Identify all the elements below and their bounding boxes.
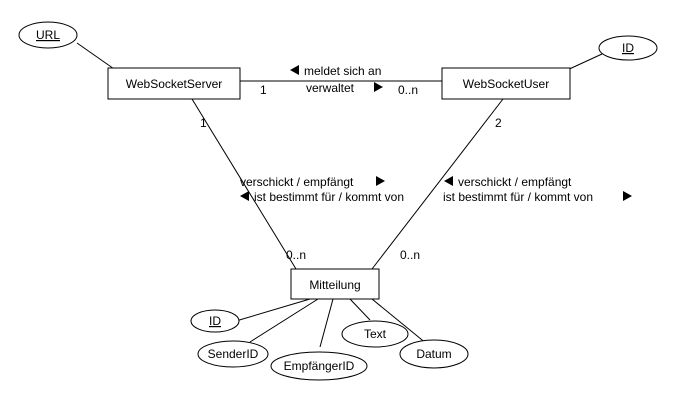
- attribute-user-id: ID: [598, 35, 658, 61]
- attribute-empfaengerid: EmpfängerID: [270, 351, 368, 381]
- attribute-label: Datum: [416, 347, 451, 361]
- entity-label: WebSocketServer: [126, 77, 223, 91]
- attribute-label: EmpfängerID: [284, 359, 355, 373]
- edge-user-id: [564, 53, 603, 72]
- relation-label-verwaltet: verwaltet: [306, 81, 355, 95]
- attribute-text: Text: [341, 320, 409, 348]
- entity-websocketserver: WebSocketServer: [107, 67, 241, 100]
- arrow-left-icon: [290, 65, 299, 75]
- attribute-senderid: SenderID: [197, 340, 269, 368]
- cardinality-user-server: 0..n: [398, 83, 418, 97]
- entity-websocketuser: WebSocketUser: [441, 67, 571, 100]
- entity-mitteilung: Mitteilung: [290, 268, 380, 300]
- cardinality-message-server: 0..n: [286, 248, 306, 262]
- arrow-right-icon: [374, 82, 383, 92]
- edge-message-senderid: [249, 298, 319, 343]
- attribute-url: URL: [18, 21, 78, 49]
- edge-message-empfaengerid: [319, 298, 334, 348]
- attribute-label: ID: [209, 314, 221, 328]
- attribute-datum: Datum: [399, 339, 469, 369]
- edge-message-id: [235, 298, 311, 322]
- attribute-message-id: ID: [190, 309, 240, 333]
- relation-line-user-message: [371, 98, 504, 270]
- cardinality-message-user: 0..n: [400, 248, 420, 262]
- edge-message-datum: [371, 298, 428, 345]
- relation-label-verschickt-empfaengt: verschickt / empfängt: [240, 175, 354, 189]
- arrow-left-icon: [444, 176, 453, 186]
- relation-label-meldet-sich-an: meldet sich an: [304, 64, 381, 78]
- arrow-left-icon: [240, 191, 249, 201]
- cardinality-server-user: 1: [260, 83, 267, 97]
- attribute-label: ID: [622, 41, 634, 55]
- attribute-label: Text: [364, 327, 387, 341]
- relation-label-verschickt-empfaengt: verschickt / empfängt: [458, 175, 572, 189]
- edge-message-text: [349, 298, 371, 321]
- attribute-label: SenderID: [208, 347, 259, 361]
- arrow-right-icon: [623, 191, 632, 201]
- entity-label: WebSocketUser: [463, 77, 549, 91]
- relation-line-server-message: [191, 98, 297, 270]
- arrow-right-icon: [376, 176, 385, 186]
- cardinality-user-message: 2: [495, 116, 502, 130]
- cardinality-server-message: 1: [200, 116, 207, 130]
- relation-label-ist-bestimmt-fuer: ist bestimmt für / kommt von: [443, 190, 593, 204]
- edge-server-url: [76, 42, 118, 72]
- entity-label: Mitteilung: [309, 278, 360, 292]
- relation-label-ist-bestimmt-fuer: ist bestimmt für / kommt von: [254, 190, 404, 204]
- attribute-label: URL: [36, 28, 60, 42]
